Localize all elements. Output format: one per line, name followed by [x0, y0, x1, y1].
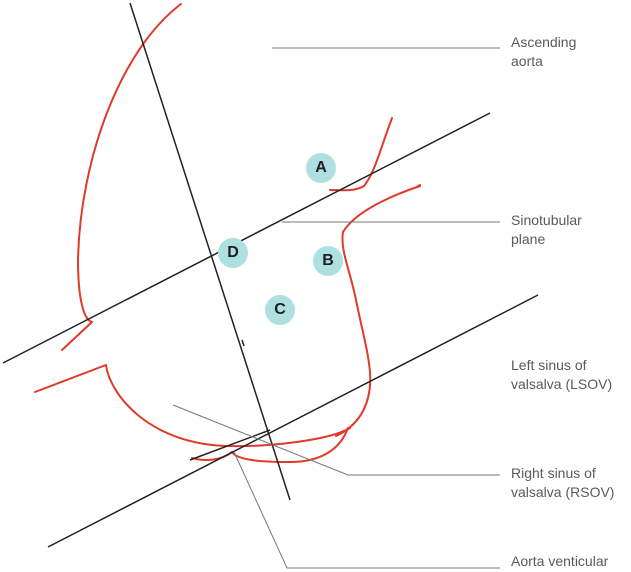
label-rsov: Right sinus of valsalva (RSOV) — [511, 464, 614, 502]
label-sinotubular-line1: Sinotubular — [511, 212, 582, 228]
axis-ticks — [241, 339, 245, 347]
label-aorta-ventricular: Aorta venticular — [511, 552, 608, 571]
annular-plane-line — [47, 294, 539, 548]
aorta-left-lower-edge — [34, 364, 351, 448]
marker-d: D — [218, 238, 248, 268]
label-aorta-ventricular-line1: Aorta venticular — [511, 553, 609, 569]
label-lsov-line2: valsalva (LSOV) — [511, 376, 613, 392]
marker-a: A — [306, 153, 336, 183]
label-sinotubular-line2: plane — [511, 231, 546, 247]
reference-lines — [2, 2, 539, 548]
label-ascending-aorta-line1: Ascending — [511, 34, 577, 50]
central-axis-line — [129, 2, 291, 501]
aorta-right-sinus — [231, 427, 349, 463]
marker-b: B — [313, 246, 343, 276]
aorta-right-wall — [335, 185, 421, 437]
label-lsov: Left sinus of valsalva (LSOV) — [511, 356, 612, 394]
label-rsov-line2: valsalva (RSOV) — [511, 484, 615, 500]
label-ascending-aorta: Ascending aorta — [511, 33, 576, 71]
aorta-ventricular-leader — [233, 451, 500, 569]
rsov-leader — [172, 404, 500, 476]
leader-lines — [172, 47, 500, 569]
label-lsov-line1: Left sinus of — [511, 357, 587, 373]
label-sinotubular-plane: Sinotubular plane — [511, 211, 582, 249]
axis-tick-1 — [241, 339, 245, 347]
marker-c: C — [265, 295, 295, 325]
label-rsov-line1: Right sinus of — [511, 465, 596, 481]
aorta-outline — [34, 3, 421, 463]
aorta-left-wall — [61, 3, 182, 351]
sinus-cross-line — [189, 429, 271, 461]
label-ascending-aorta-line2: aorta — [511, 53, 543, 69]
sinotubular-plane-line — [2, 112, 491, 364]
